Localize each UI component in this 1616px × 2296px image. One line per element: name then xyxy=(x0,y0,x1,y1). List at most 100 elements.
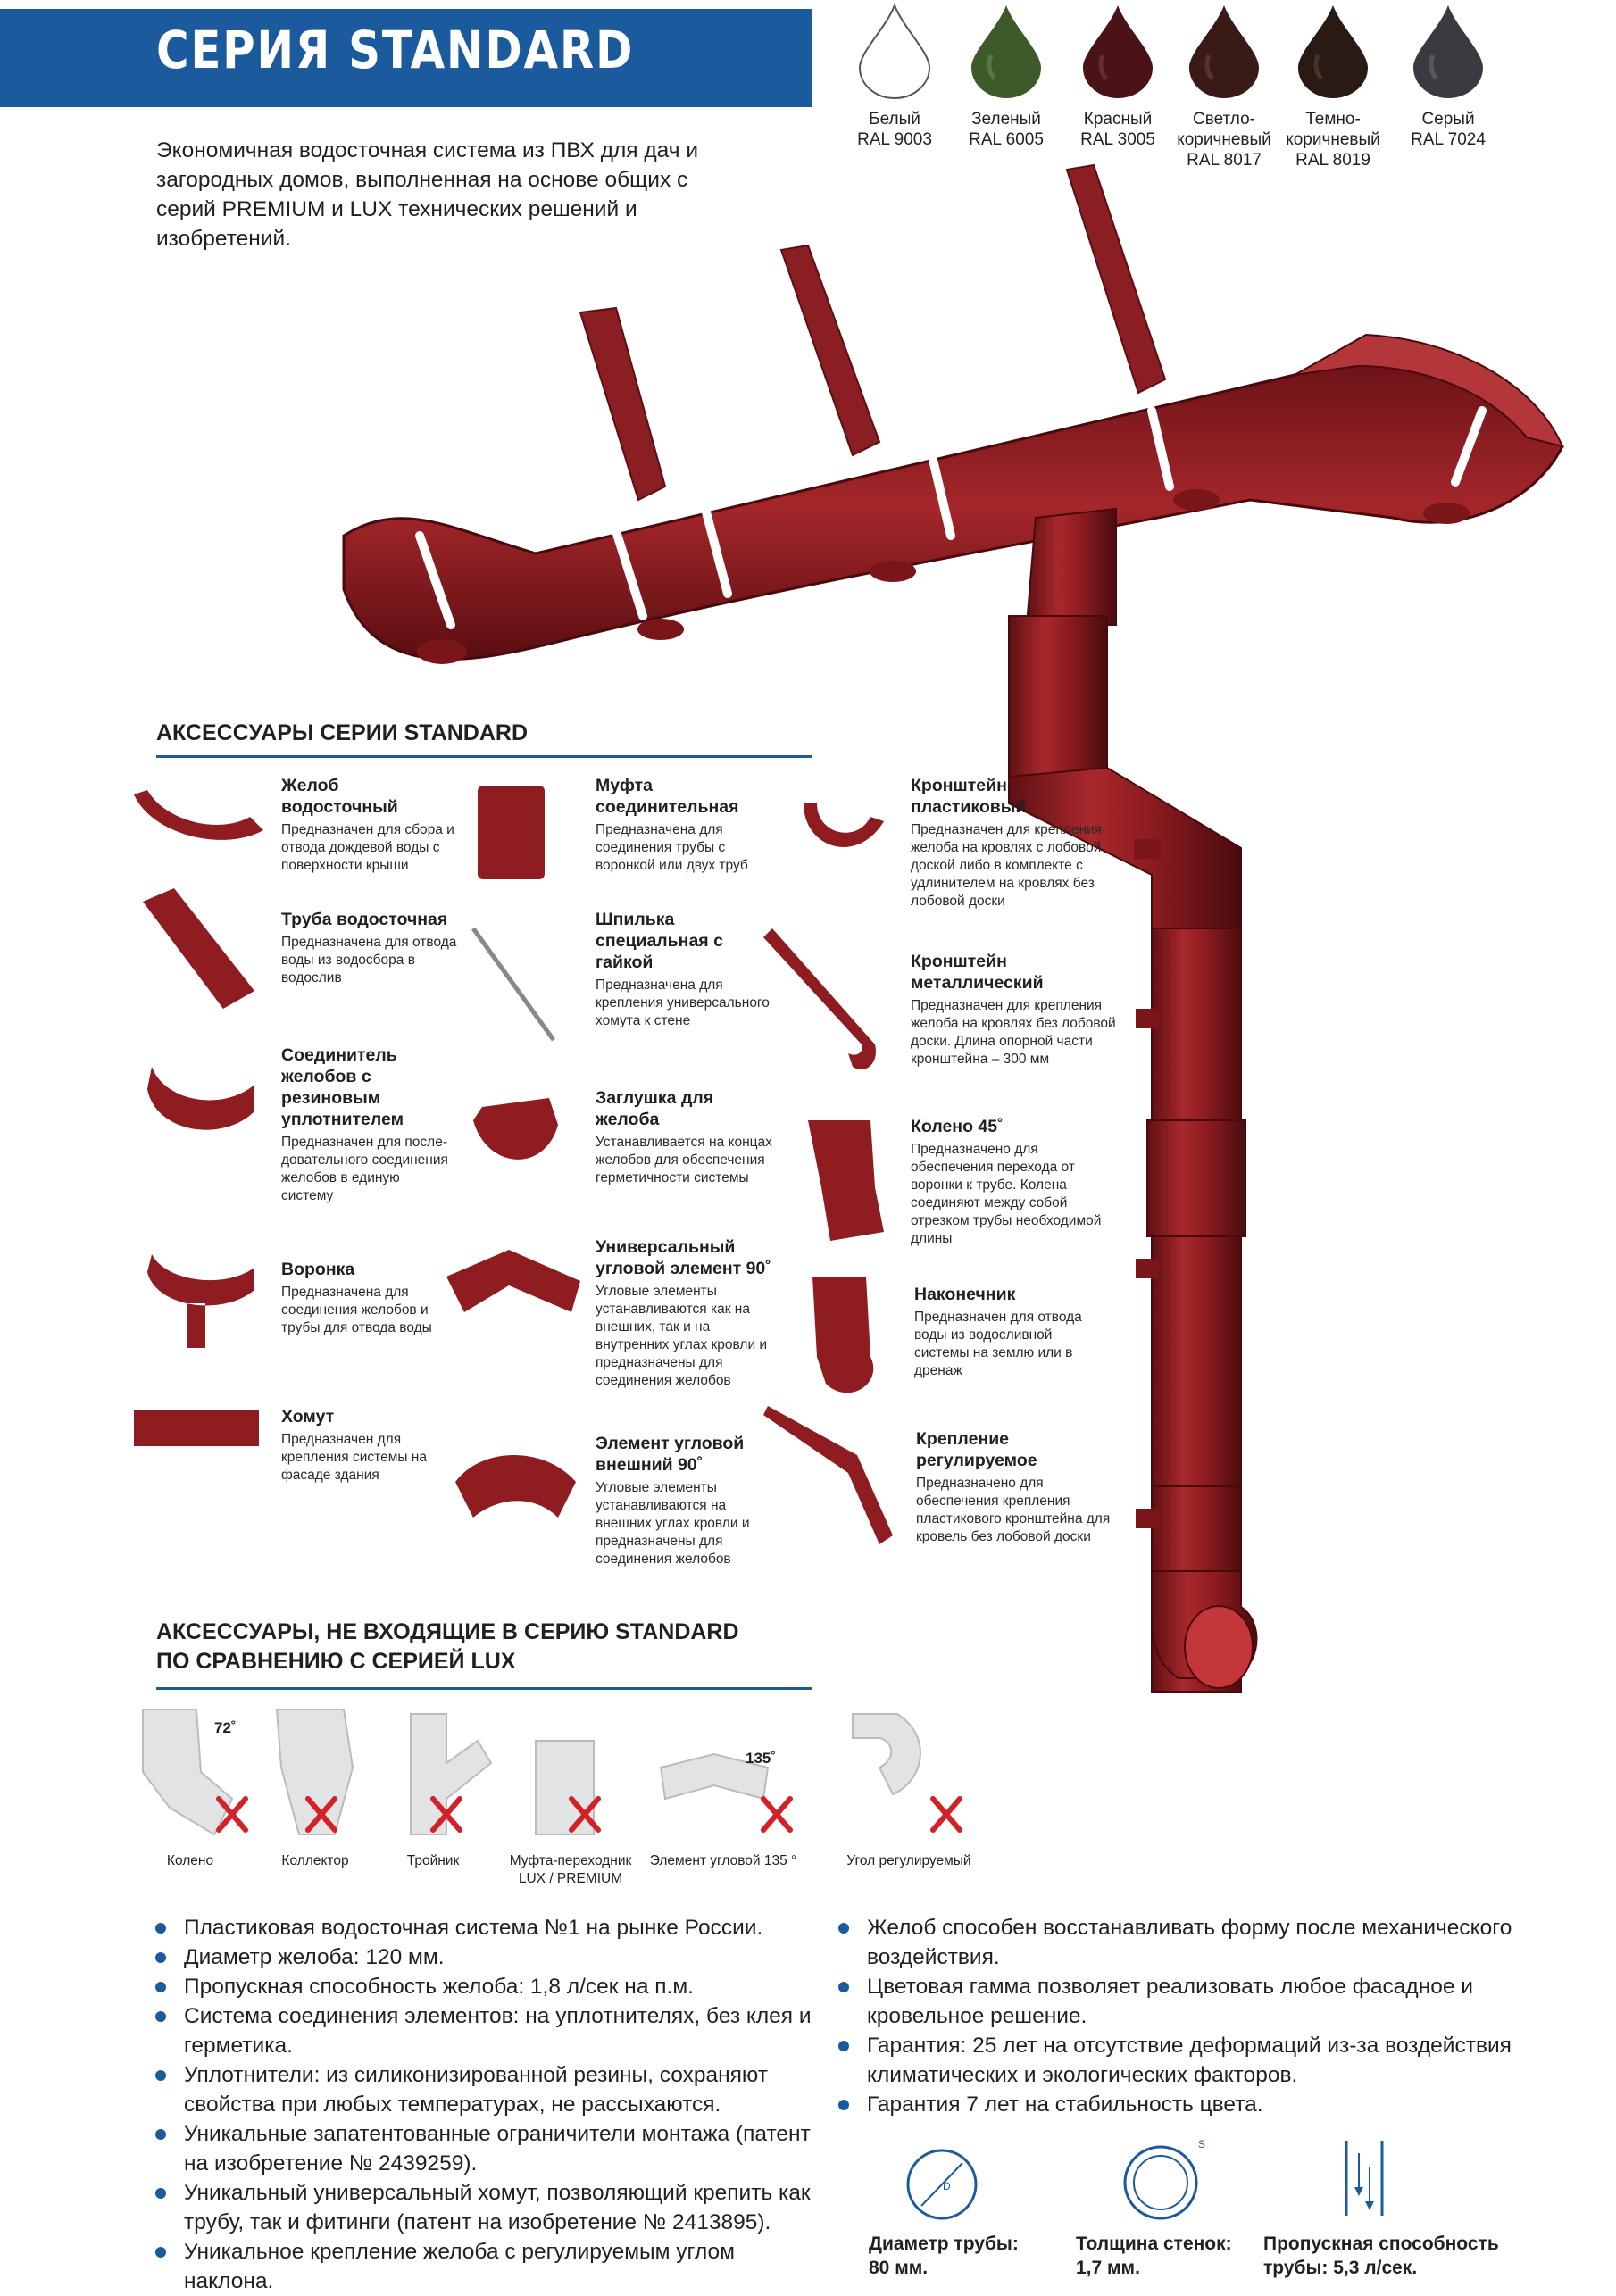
list-item: Гарантия 7 лет на стабильность цвета. xyxy=(835,2090,1513,2119)
svg-text:S: S xyxy=(1198,2138,1205,2150)
drop-white-icon xyxy=(858,3,931,99)
adjustable-angle-icon xyxy=(852,1713,921,1796)
downpipe xyxy=(1008,507,1258,1693)
excluded-icons xyxy=(142,1709,962,1836)
excluded-underline xyxy=(156,1687,812,1690)
accessory-corner-external[interactable]: Элемент угловой внешний 90˚ Угловые элем… xyxy=(596,1434,750,1567)
excluded-item-adjustable-angle: Угол регулируемый xyxy=(846,1853,971,1868)
pipe-clamps xyxy=(1134,839,1161,1528)
elbow-icon xyxy=(142,1709,234,1836)
gutter-icon xyxy=(134,790,263,840)
gutter-system-illustration xyxy=(342,163,1564,1693)
accessory-funnel[interactable]: Воронка Предназначена для соединения жел… xyxy=(281,1260,432,1335)
accessory-gutter[interactable]: Желоб водосточный Предназначен для сбора… xyxy=(281,776,454,873)
accessory-corner-90[interactable]: Универсальный угловой элемент 90˚ Угловы… xyxy=(596,1237,771,1388)
pin-icon xyxy=(471,927,556,1042)
tee-icon xyxy=(410,1713,493,1835)
drop-grey-icon xyxy=(1413,5,1483,98)
features-left-list: Пластиковая водосточная система №1 на ры… xyxy=(152,1913,830,2296)
elbow-45-icon xyxy=(808,1120,884,1241)
accessories-heading: АКСЕССУАРЫ СЕРИИ STANDARD xyxy=(156,720,529,745)
clamp-icon xyxy=(134,1410,259,1446)
drop-green-icon xyxy=(971,5,1041,98)
color-name: Белый xyxy=(869,110,920,129)
excluded-heading: АКСЕССУАРЫ, НЕ ВХОДЯЩИЕ В СЕРИЮ STANDARD… xyxy=(156,1619,739,1674)
spec-diameter: Диаметр трубы: 80 мм. xyxy=(869,2234,1019,2278)
accessory-outlet[interactable]: Наконечник Предназначен для отвода воды … xyxy=(914,1285,1082,1378)
color-swatch-white[interactable]: Белый RAL 9003 xyxy=(839,2,950,150)
color-palette: Белый RAL 9003 Зеленый RAL 6005 Красный … xyxy=(839,0,1616,196)
color-name: Светло-коричневый xyxy=(1177,110,1271,149)
color-ral: RAL 8019 xyxy=(1295,151,1370,170)
accessory-elbow-45[interactable]: Колено 45˚ Предназначено для обеспечения… xyxy=(911,1117,1102,1246)
pipe-icon xyxy=(143,888,254,1009)
wall-thickness-icon: S xyxy=(1123,2138,1205,2220)
accessory-pin[interactable]: Шпилька специальная с гайкой Предназначе… xyxy=(596,910,770,1028)
list-item: Желоб способен восстанавливать форму пос… xyxy=(835,1913,1513,1972)
excluded-item-corner-135: Элемент угловой 135 ° xyxy=(649,1853,797,1868)
spec-wall-thickness: Толщина стенок: 1,7 мм. xyxy=(1076,2234,1232,2278)
accessory-plastic-bracket[interactable]: Кронштейн пластиковый Предназначен для к… xyxy=(911,776,1103,909)
plastic-bracket-icon xyxy=(804,803,884,847)
list-item: Система соединения элементов: на уплотни… xyxy=(152,2001,830,2060)
drop-light-brown-icon xyxy=(1189,5,1259,98)
drop-red-icon xyxy=(1083,5,1153,98)
excluded-item-adapter: Муфта-переходник LUX / PREMIUM xyxy=(509,1853,632,1886)
color-name: Красный xyxy=(1083,110,1153,129)
color-swatch-dark-brown[interactable]: Темно-коричневый RAL 8019 xyxy=(1283,2,1383,171)
color-swatch-red[interactable]: Красный RAL 3005 xyxy=(1062,2,1173,150)
list-item: Гарантия: 25 лет на отсутствие деформаци… xyxy=(835,2031,1513,2090)
color-name: Темно-коричневый xyxy=(1286,110,1380,149)
spec-flow-capacity: Пропускная способность трубы: 5,3 л/сек. xyxy=(1263,2234,1499,2278)
outlet-icon xyxy=(812,1277,874,1393)
drop-dark-brown-icon xyxy=(1298,5,1368,98)
color-swatch-light-brown[interactable]: Светло-коричневый RAL 8017 xyxy=(1174,2,1274,171)
color-ral: RAL 3005 xyxy=(1080,130,1155,149)
list-item: Диаметр желоба: 120 мм. xyxy=(152,1942,830,1972)
features-right-list: Желоб способен восстанавливать форму пос… xyxy=(835,1913,1513,2119)
accessory-pipe[interactable]: Труба водосточная Предназначена для отво… xyxy=(281,910,457,986)
color-name: Серый xyxy=(1421,110,1475,129)
color-swatch-green[interactable]: Зеленый RAL 6005 xyxy=(951,2,1062,150)
connector-icon xyxy=(147,1067,254,1130)
metal-bracket-icon xyxy=(763,928,876,1070)
adjustable-mount-icon xyxy=(763,1406,893,1544)
funnel-icon xyxy=(147,1254,254,1348)
gutter-cap-icon xyxy=(473,1098,558,1160)
gutter-hangers xyxy=(579,163,1167,502)
page-title: СЕРИЯ STANDARD xyxy=(156,20,635,80)
list-item: Уплотнители: из силиконизированной резин… xyxy=(152,2060,830,2119)
color-ral: RAL 6005 xyxy=(969,130,1044,149)
accessories-underline xyxy=(156,755,812,758)
excluded-item-elbow: Колено xyxy=(166,1853,214,1868)
accessory-connector[interactable]: Соединитель желобов с резиновым уплотнит… xyxy=(281,1045,448,1203)
accessory-metal-bracket[interactable]: Кронштейн металлический Предназначен для… xyxy=(911,952,1116,1067)
svg-text:D: D xyxy=(943,2180,951,2192)
coupling-icon xyxy=(478,786,545,879)
intro-text: Экономичная водосточная система из ПВХ д… xyxy=(156,138,699,251)
list-item: Уникальное крепление желоба с регулируем… xyxy=(152,2237,830,2296)
color-ral: RAL 7024 xyxy=(1411,130,1486,149)
accessory-adjustable-mount[interactable]: Крепление регулируемое Предназначено для… xyxy=(916,1429,1111,1544)
accessory-coupling[interactable]: Муфта соединительная Предназначена для с… xyxy=(596,776,748,873)
title-banner xyxy=(0,9,812,107)
excluded-item-tee: Тройник xyxy=(406,1853,460,1868)
list-item: Пластиковая водосточная система №1 на ры… xyxy=(152,1913,830,1942)
angle-135-label: 135˚ xyxy=(746,1750,777,1767)
accessory-gutter-cap[interactable]: Заглушка для желоба Устанавливается на к… xyxy=(596,1088,772,1185)
color-name: Зеленый xyxy=(971,110,1041,129)
accessory-icons xyxy=(134,786,893,1544)
corner-external-icon xyxy=(455,1455,576,1518)
diameter-icon: D xyxy=(906,2149,978,2220)
adapter-icon xyxy=(535,1740,595,1835)
color-swatch-grey[interactable]: Серый RAL 7024 xyxy=(1393,2,1504,150)
color-ral: RAL 9003 xyxy=(857,130,932,149)
color-ral: RAL 8017 xyxy=(1187,151,1262,170)
excluded-item-collector: Коллектор xyxy=(281,1853,349,1868)
list-item: Уникальный универсальный хомут, позволяю… xyxy=(152,2178,830,2237)
list-item: Уникальные запатентованные ограничители … xyxy=(152,2119,830,2178)
list-item: Пропускная способность желоба: 1,8 л/сек… xyxy=(152,1972,830,2001)
list-item: Цветовая гамма позволяет реализовать люб… xyxy=(835,1972,1513,2031)
accessory-clamp[interactable]: Хомут Предназначен для крепления системы… xyxy=(281,1407,427,1483)
flow-capacity-icon xyxy=(1345,2141,1384,2216)
